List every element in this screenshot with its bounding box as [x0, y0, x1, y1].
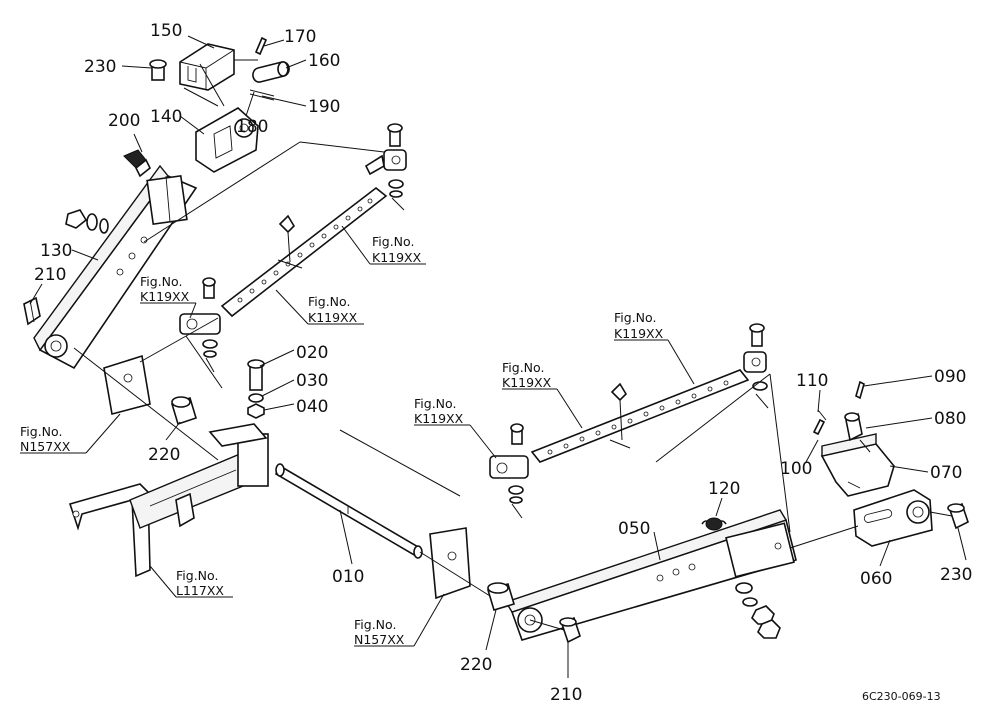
cross-shaft-010 — [274, 463, 423, 559]
fig-ref-k119-a: K119XX — [372, 250, 422, 265]
label-040: 040 — [296, 397, 328, 417]
label-020: 020 — [296, 343, 328, 363]
fig-ref-n157-a: N157XX — [20, 439, 71, 454]
bracket-140 — [195, 107, 259, 173]
label-090: 090 — [934, 367, 966, 387]
fig-word-k119-c: Fig.No. — [140, 274, 182, 289]
label-220-right: 220 — [460, 655, 492, 675]
label-160: 160 — [308, 51, 340, 71]
label-060: 060 — [860, 569, 892, 589]
assembly-lines — [73, 63, 953, 631]
label-170: 170 — [284, 27, 316, 47]
bracket-070 — [820, 433, 895, 497]
label-230-right: 230 — [940, 565, 972, 585]
fig-ref-k119-b: K119XX — [308, 310, 358, 325]
fig-ref-l117: L117XX — [176, 583, 224, 598]
drawing-code: 6C230-069-13 — [862, 690, 941, 703]
fig-word-n157-a: Fig.No. — [20, 424, 62, 439]
part-number-labels: 150 170 230 160 140 200 180 190 130 210 … — [34, 21, 972, 705]
bolt-230-top — [149, 59, 167, 81]
bolt-210-left — [23, 296, 41, 326]
lower-link-050 — [504, 509, 797, 641]
label-120: 120 — [708, 479, 740, 499]
label-130: 130 — [40, 241, 72, 261]
fig-word-k119-e: Fig.No. — [502, 360, 544, 375]
bolt-230-right — [947, 502, 969, 530]
label-220-left: 220 — [148, 445, 180, 465]
nut-washer-stack-right — [735, 582, 781, 639]
label-190: 190 — [308, 97, 340, 117]
fig-ref-k119-d: K119XX — [614, 326, 664, 341]
label-230-top: 230 — [84, 57, 116, 77]
fig-callout-lines — [20, 225, 695, 647]
spring-120 — [701, 517, 727, 531]
plate-n157-left — [103, 354, 151, 415]
figure-references: Fig.No. K119XX Fig.No. K119XX Fig.No. K1… — [20, 234, 664, 647]
label-140: 140 — [150, 107, 182, 127]
fig-ref-k119-e: K119XX — [502, 375, 552, 390]
label-180: 180 — [236, 117, 268, 137]
cotter-pin-170 — [254, 36, 268, 56]
washer-030 — [248, 393, 264, 403]
lift-rod-upper-left — [179, 123, 407, 373]
pin-160 — [252, 61, 290, 83]
link-end-060 — [853, 489, 933, 547]
lift-rod-upper-right — [489, 323, 769, 519]
pin-100 — [812, 418, 826, 436]
spacer-220-left — [171, 396, 197, 426]
leader-lines — [29, 35, 967, 678]
fig-ref-n157-b: N157XX — [354, 632, 405, 647]
nut-040 — [247, 403, 265, 419]
fig-word-k119-b: Fig.No. — [308, 294, 350, 309]
frame-bracket-l117 — [68, 423, 269, 578]
label-030: 030 — [296, 371, 328, 391]
label-210-left: 210 — [34, 265, 66, 285]
fig-ref-k119-c: K119XX — [140, 289, 190, 304]
label-110: 110 — [796, 371, 828, 391]
label-070: 070 — [930, 463, 962, 483]
spring-pin-190 — [249, 89, 275, 101]
lower-link-130 — [33, 164, 198, 370]
label-210-right: 210 — [550, 685, 582, 705]
label-050: 050 — [618, 519, 650, 539]
label-100: 100 — [780, 459, 812, 479]
label-080: 080 — [934, 409, 966, 429]
label-010: 010 — [332, 567, 364, 587]
fig-ref-k119-f: K119XX — [414, 411, 464, 426]
plate-n157-right — [429, 527, 471, 600]
fig-word-l117: Fig.No. — [176, 568, 218, 583]
label-150: 150 — [150, 21, 182, 41]
bolt-020 — [247, 359, 265, 391]
fig-word-k119-f: Fig.No. — [414, 396, 456, 411]
pin-110 — [817, 409, 827, 421]
cotter-pin-090 — [855, 380, 865, 400]
pin-080 — [844, 412, 863, 442]
bolt-210-right — [559, 616, 581, 644]
spacer-220-right — [487, 582, 515, 611]
fig-word-n157-b: Fig.No. — [354, 617, 396, 632]
label-200: 200 — [108, 111, 140, 131]
block-150 — [179, 43, 235, 91]
fig-word-k119-d: Fig.No. — [614, 310, 656, 325]
knob-200 — [123, 149, 152, 178]
fig-word-k119-a: Fig.No. — [372, 234, 414, 249]
nut-washer-stack-left — [65, 209, 109, 234]
